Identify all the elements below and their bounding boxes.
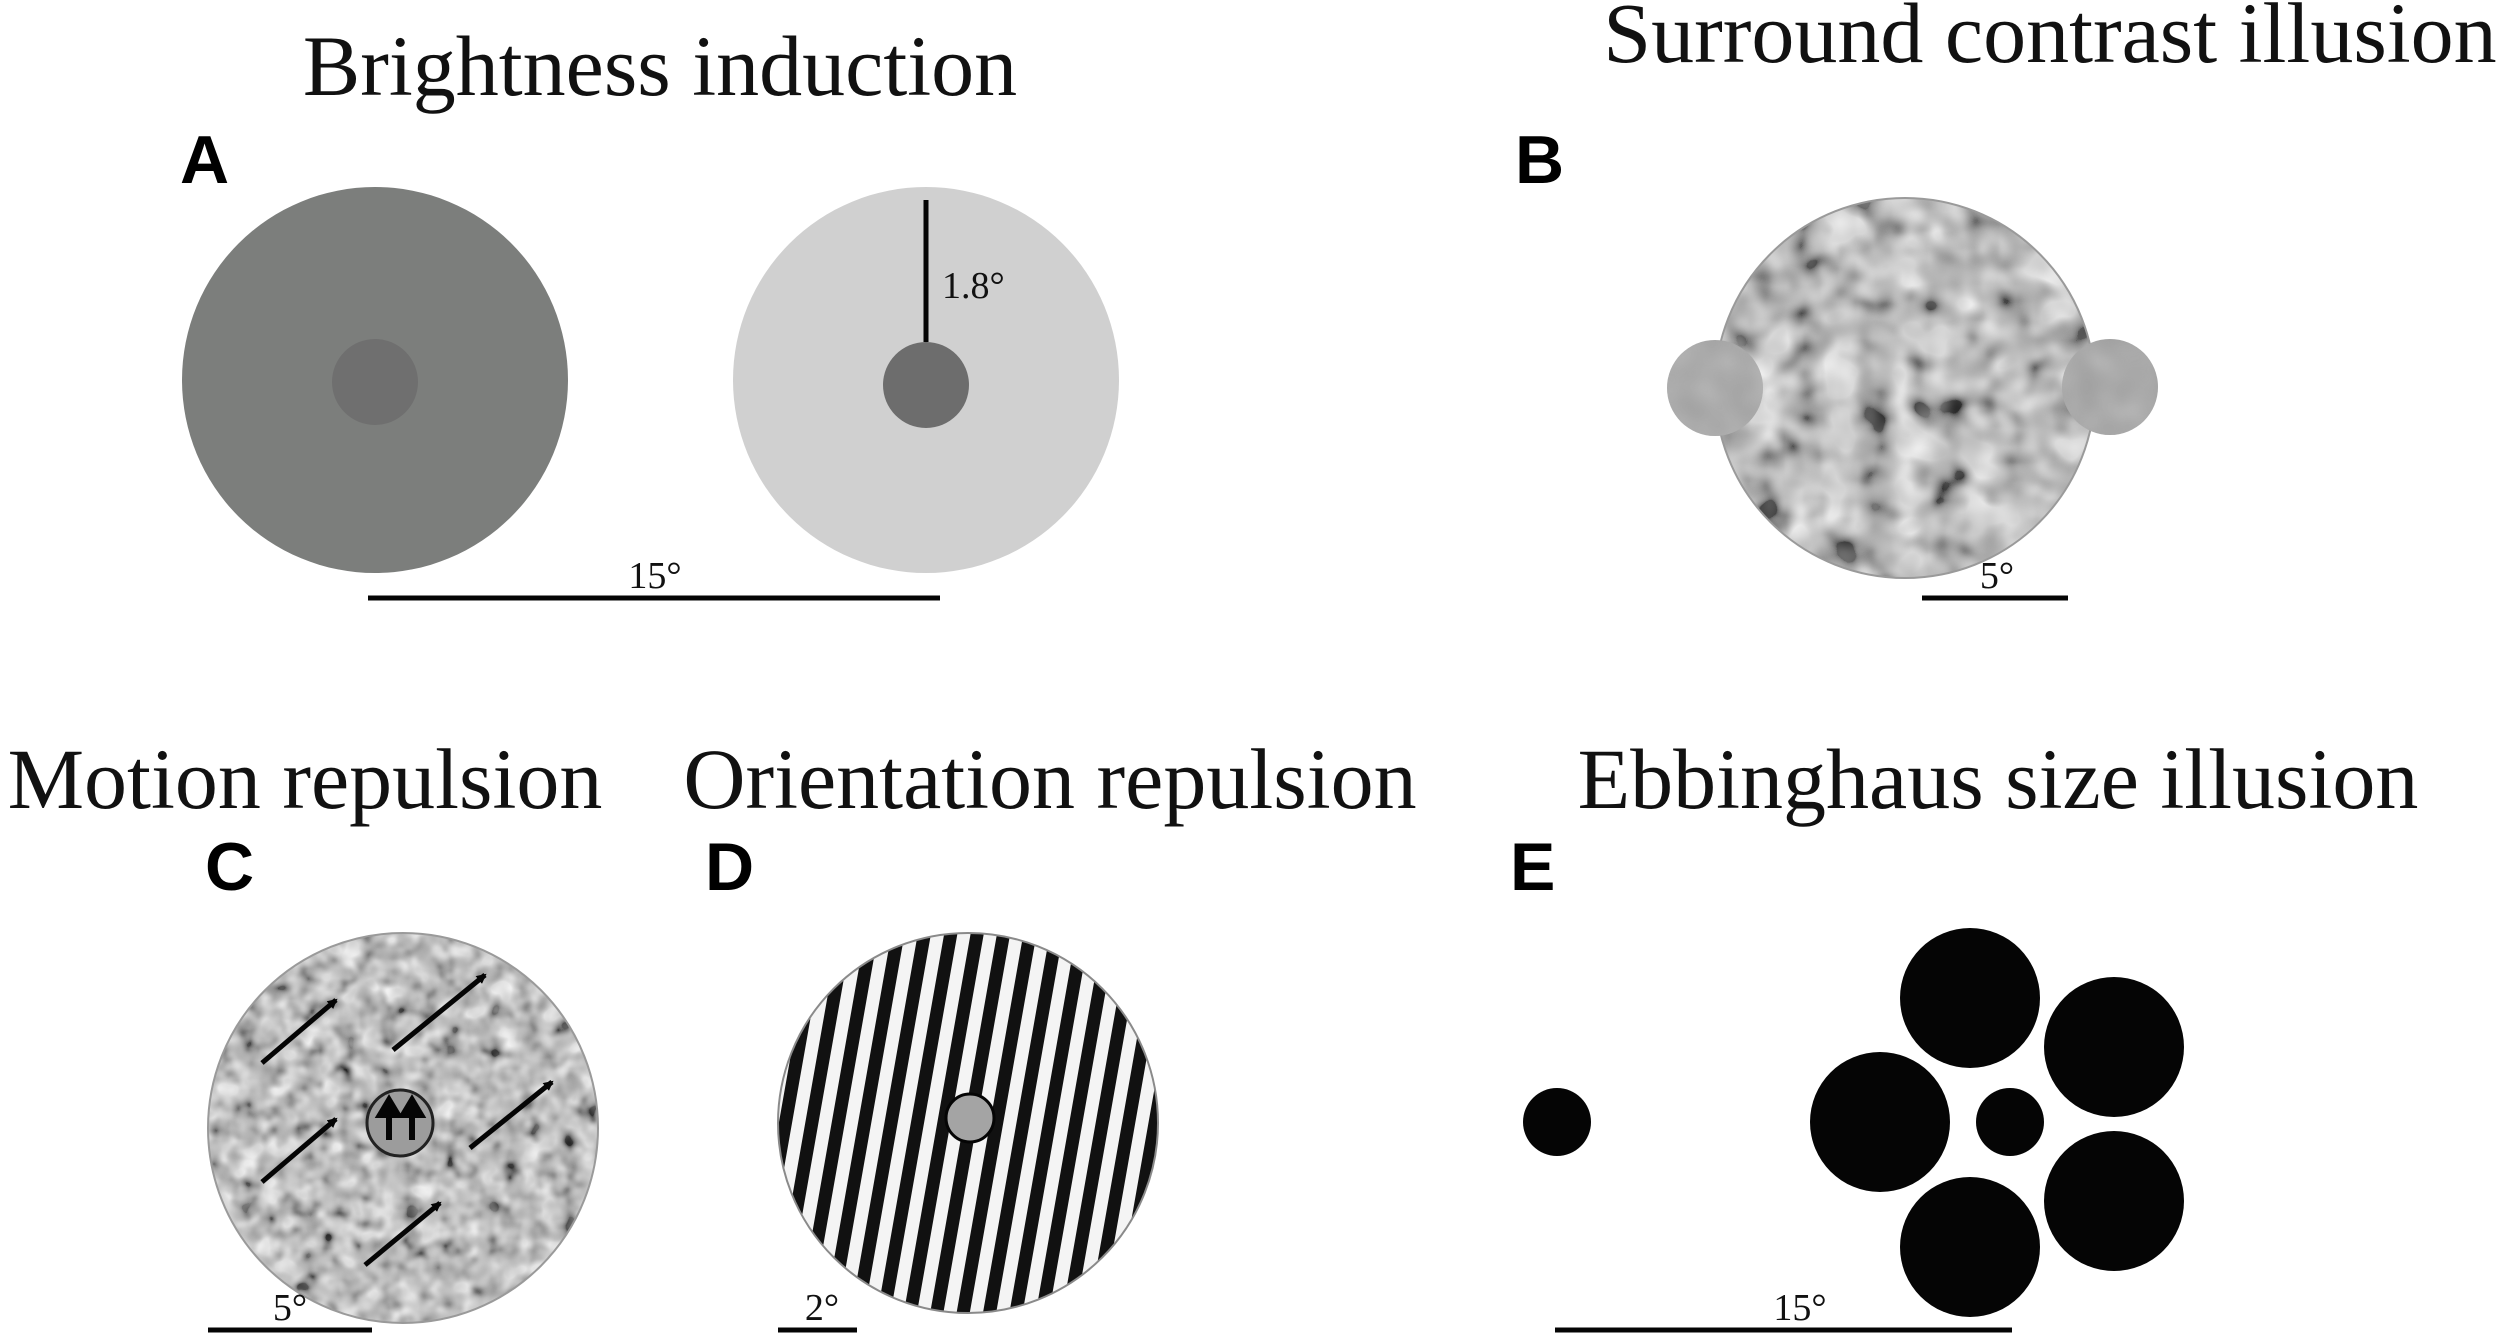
isolated-comparison-patch — [2062, 339, 2158, 435]
radius-label: 1.8° — [942, 265, 1005, 307]
panel-a-title: Brightness induction — [303, 18, 1017, 114]
scale-label-e: 15° — [1773, 1287, 1826, 1329]
center-motion-arrows — [374, 1094, 427, 1140]
panel-b-title: Surround contrast illusion — [1603, 0, 2496, 81]
ebbinghaus-inducer-right — [2044, 1131, 2184, 1271]
ebbinghaus-inducer-left — [1810, 1052, 1950, 1192]
center-grating-patch — [944, 1092, 996, 1144]
panel-e: Ebbinghaus size illusion E 15° — [1510, 731, 2419, 1333]
center-patch-right — [883, 342, 969, 428]
panel-a: Brightness induction A 1.8° 15° — [180, 18, 1119, 601]
low-contrast-center-patch — [1667, 340, 1763, 436]
panel-c: Motion repulsion C 5° — [8, 731, 603, 1333]
ebbinghaus-inducer-top-left — [1900, 928, 2040, 1068]
ebbinghaus-inducer-top-right — [2044, 977, 2184, 1117]
ebbinghaus-center-target — [1976, 1088, 2044, 1156]
grating-surround-outline — [777, 932, 1159, 1314]
panel-d: Orientation repulsion D 2° — [683, 731, 1417, 1333]
center-patch-left — [332, 339, 418, 425]
noise-surround-disk — [1715, 198, 2095, 578]
panel-b: Surround contrast illusion B 5° — [1515, 0, 2497, 601]
panel-e-title: Ebbinghaus size illusion — [1578, 731, 2419, 827]
panel-c-title: Motion repulsion — [8, 731, 603, 827]
panel-e-letter: E — [1510, 829, 1555, 905]
random-dot-surround-outline — [207, 932, 599, 1324]
scale-label-b: 5° — [1980, 555, 2014, 597]
panel-a-letter: A — [180, 122, 229, 198]
panel-d-letter: D — [705, 829, 754, 905]
surrounded-target-group — [1810, 928, 2184, 1317]
scale-label-a: 15° — [628, 555, 681, 597]
surround-motion-arrows — [260, 973, 554, 1267]
isolated-target-disk — [1523, 1088, 1591, 1156]
scale-label-c: 5° — [273, 1287, 307, 1329]
scale-label-d: 2° — [805, 1287, 839, 1329]
ebbinghaus-inducer-bottom — [1900, 1177, 2040, 1317]
panel-d-title: Orientation repulsion — [683, 731, 1416, 827]
center-motion-aperture — [365, 1088, 435, 1158]
panel-b-letter: B — [1515, 122, 1564, 198]
panel-c-letter: C — [205, 829, 254, 905]
